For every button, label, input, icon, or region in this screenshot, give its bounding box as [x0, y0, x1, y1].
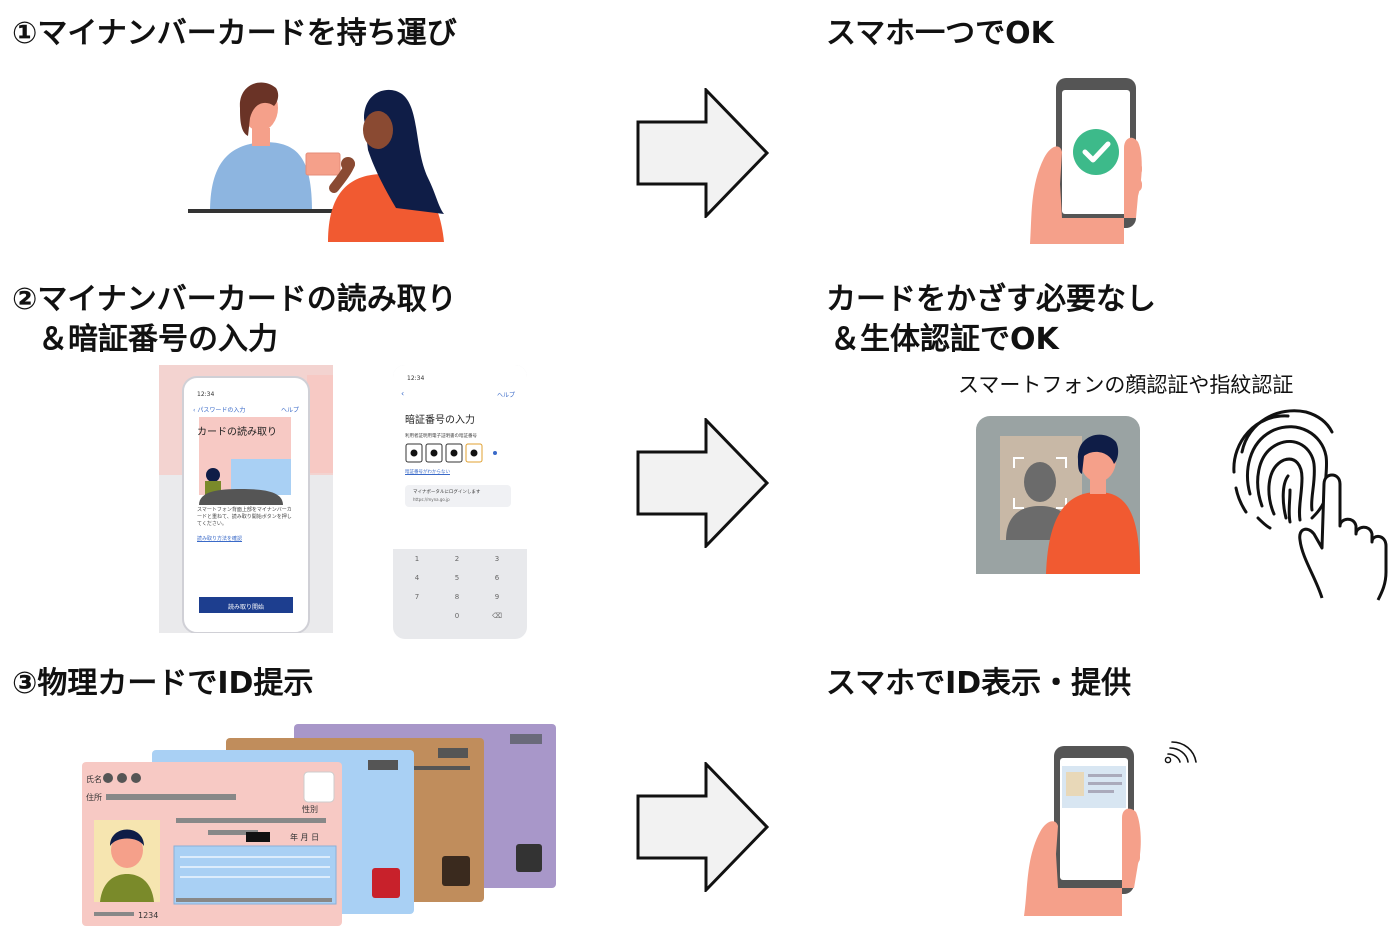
phone-check-illustration: [1030, 78, 1142, 244]
status-time: 12:34: [407, 375, 425, 382]
card-name-label: 氏名: [86, 774, 102, 784]
back-chevron-icon[interactable]: ‹: [401, 389, 405, 398]
card-address-label: 住所: [86, 792, 102, 802]
step2-after-heading: カードをかざす必要なし ＆生体認証でOK: [826, 282, 1156, 357]
status-time: 12:34: [197, 391, 215, 398]
card-read-screenshot: 12:34 ‹ パスワードの入力 ヘルプ カードの読み取り スマートフォン背面上…: [159, 365, 333, 633]
step3-before-heading: ③物理カードでID提示: [12, 666, 314, 701]
pin-entry-screenshot: 12:34 ‹ ヘルプ 暗証番号の入力 利用者証明用電子証明書の暗証番号 暗証番…: [393, 365, 527, 639]
card-sex-label: 性別: [302, 804, 318, 814]
help-link[interactable]: ヘルプ: [281, 407, 300, 414]
forgot-pin-link[interactable]: 暗証番号がわからない: [405, 470, 450, 475]
start-read-button[interactable]: 読み取り開始: [227, 604, 264, 611]
right-arrow-2: [636, 418, 770, 548]
key[interactable]: 3: [494, 555, 500, 563]
key[interactable]: 2: [454, 555, 460, 563]
step1-after-heading: スマホ一つでOK: [826, 16, 1054, 51]
delete-key-icon[interactable]: ⌫: [492, 612, 502, 620]
step2-before-heading: ②マイナンバーカードの読み取り ＆暗証番号の入力: [12, 282, 457, 357]
right-arrow-3: [636, 762, 770, 892]
card-number-label: 1234: [138, 911, 158, 920]
pin-boxes[interactable]: [405, 443, 517, 465]
help-link[interactable]: ヘルプ: [497, 392, 516, 399]
key[interactable]: 7: [414, 593, 420, 601]
screen-title: カードの読み取り: [197, 427, 277, 438]
key[interactable]: 6: [494, 574, 500, 582]
key[interactable]: 4: [414, 574, 420, 582]
back-link[interactable]: ‹ パスワードの入力: [193, 407, 246, 414]
screen-title: 暗証番号の入力: [405, 415, 475, 426]
right-arrow-1: [636, 88, 770, 218]
phone-id-illustration: [1024, 741, 1197, 916]
check-icon: [1073, 129, 1119, 175]
physical-id-cards: 氏名 住所 性別 年 月 日 1234: [82, 724, 556, 926]
pin-caption: 利用者証明用電子証明書の暗証番号: [405, 434, 477, 439]
counter-illustration: [188, 82, 444, 242]
key[interactable]: 8: [454, 593, 460, 601]
face-recognition-illustration: [976, 416, 1140, 574]
wireless-icon: [1167, 741, 1197, 763]
fingerprint-icon: [1232, 409, 1388, 601]
method-link[interactable]: 読み取り方法を確認: [197, 536, 243, 542]
key[interactable]: 1: [414, 555, 420, 563]
step3-after-heading: スマホでID表示・提供: [826, 666, 1132, 701]
numeric-keypad[interactable]: 1 2 3 4 5 6 7 8 9 0 ⌫: [399, 555, 521, 620]
portal-box: マイナポータルにログインします https://myna.go.jp: [405, 485, 511, 507]
instruction-text: スマートフォン背面上部をマイナンバーカードと重ねて、読み取り開始ボタンを押してく…: [197, 507, 292, 527]
step1-before-heading: ①マイナンバーカードを持ち運び: [12, 16, 457, 51]
key[interactable]: 0: [454, 612, 460, 620]
key[interactable]: 9: [494, 593, 500, 601]
card-date-label: 年 月 日: [290, 832, 319, 842]
biometric-note: スマートフォンの顔認証や指紋認証: [958, 373, 1294, 397]
key[interactable]: 5: [454, 574, 460, 582]
